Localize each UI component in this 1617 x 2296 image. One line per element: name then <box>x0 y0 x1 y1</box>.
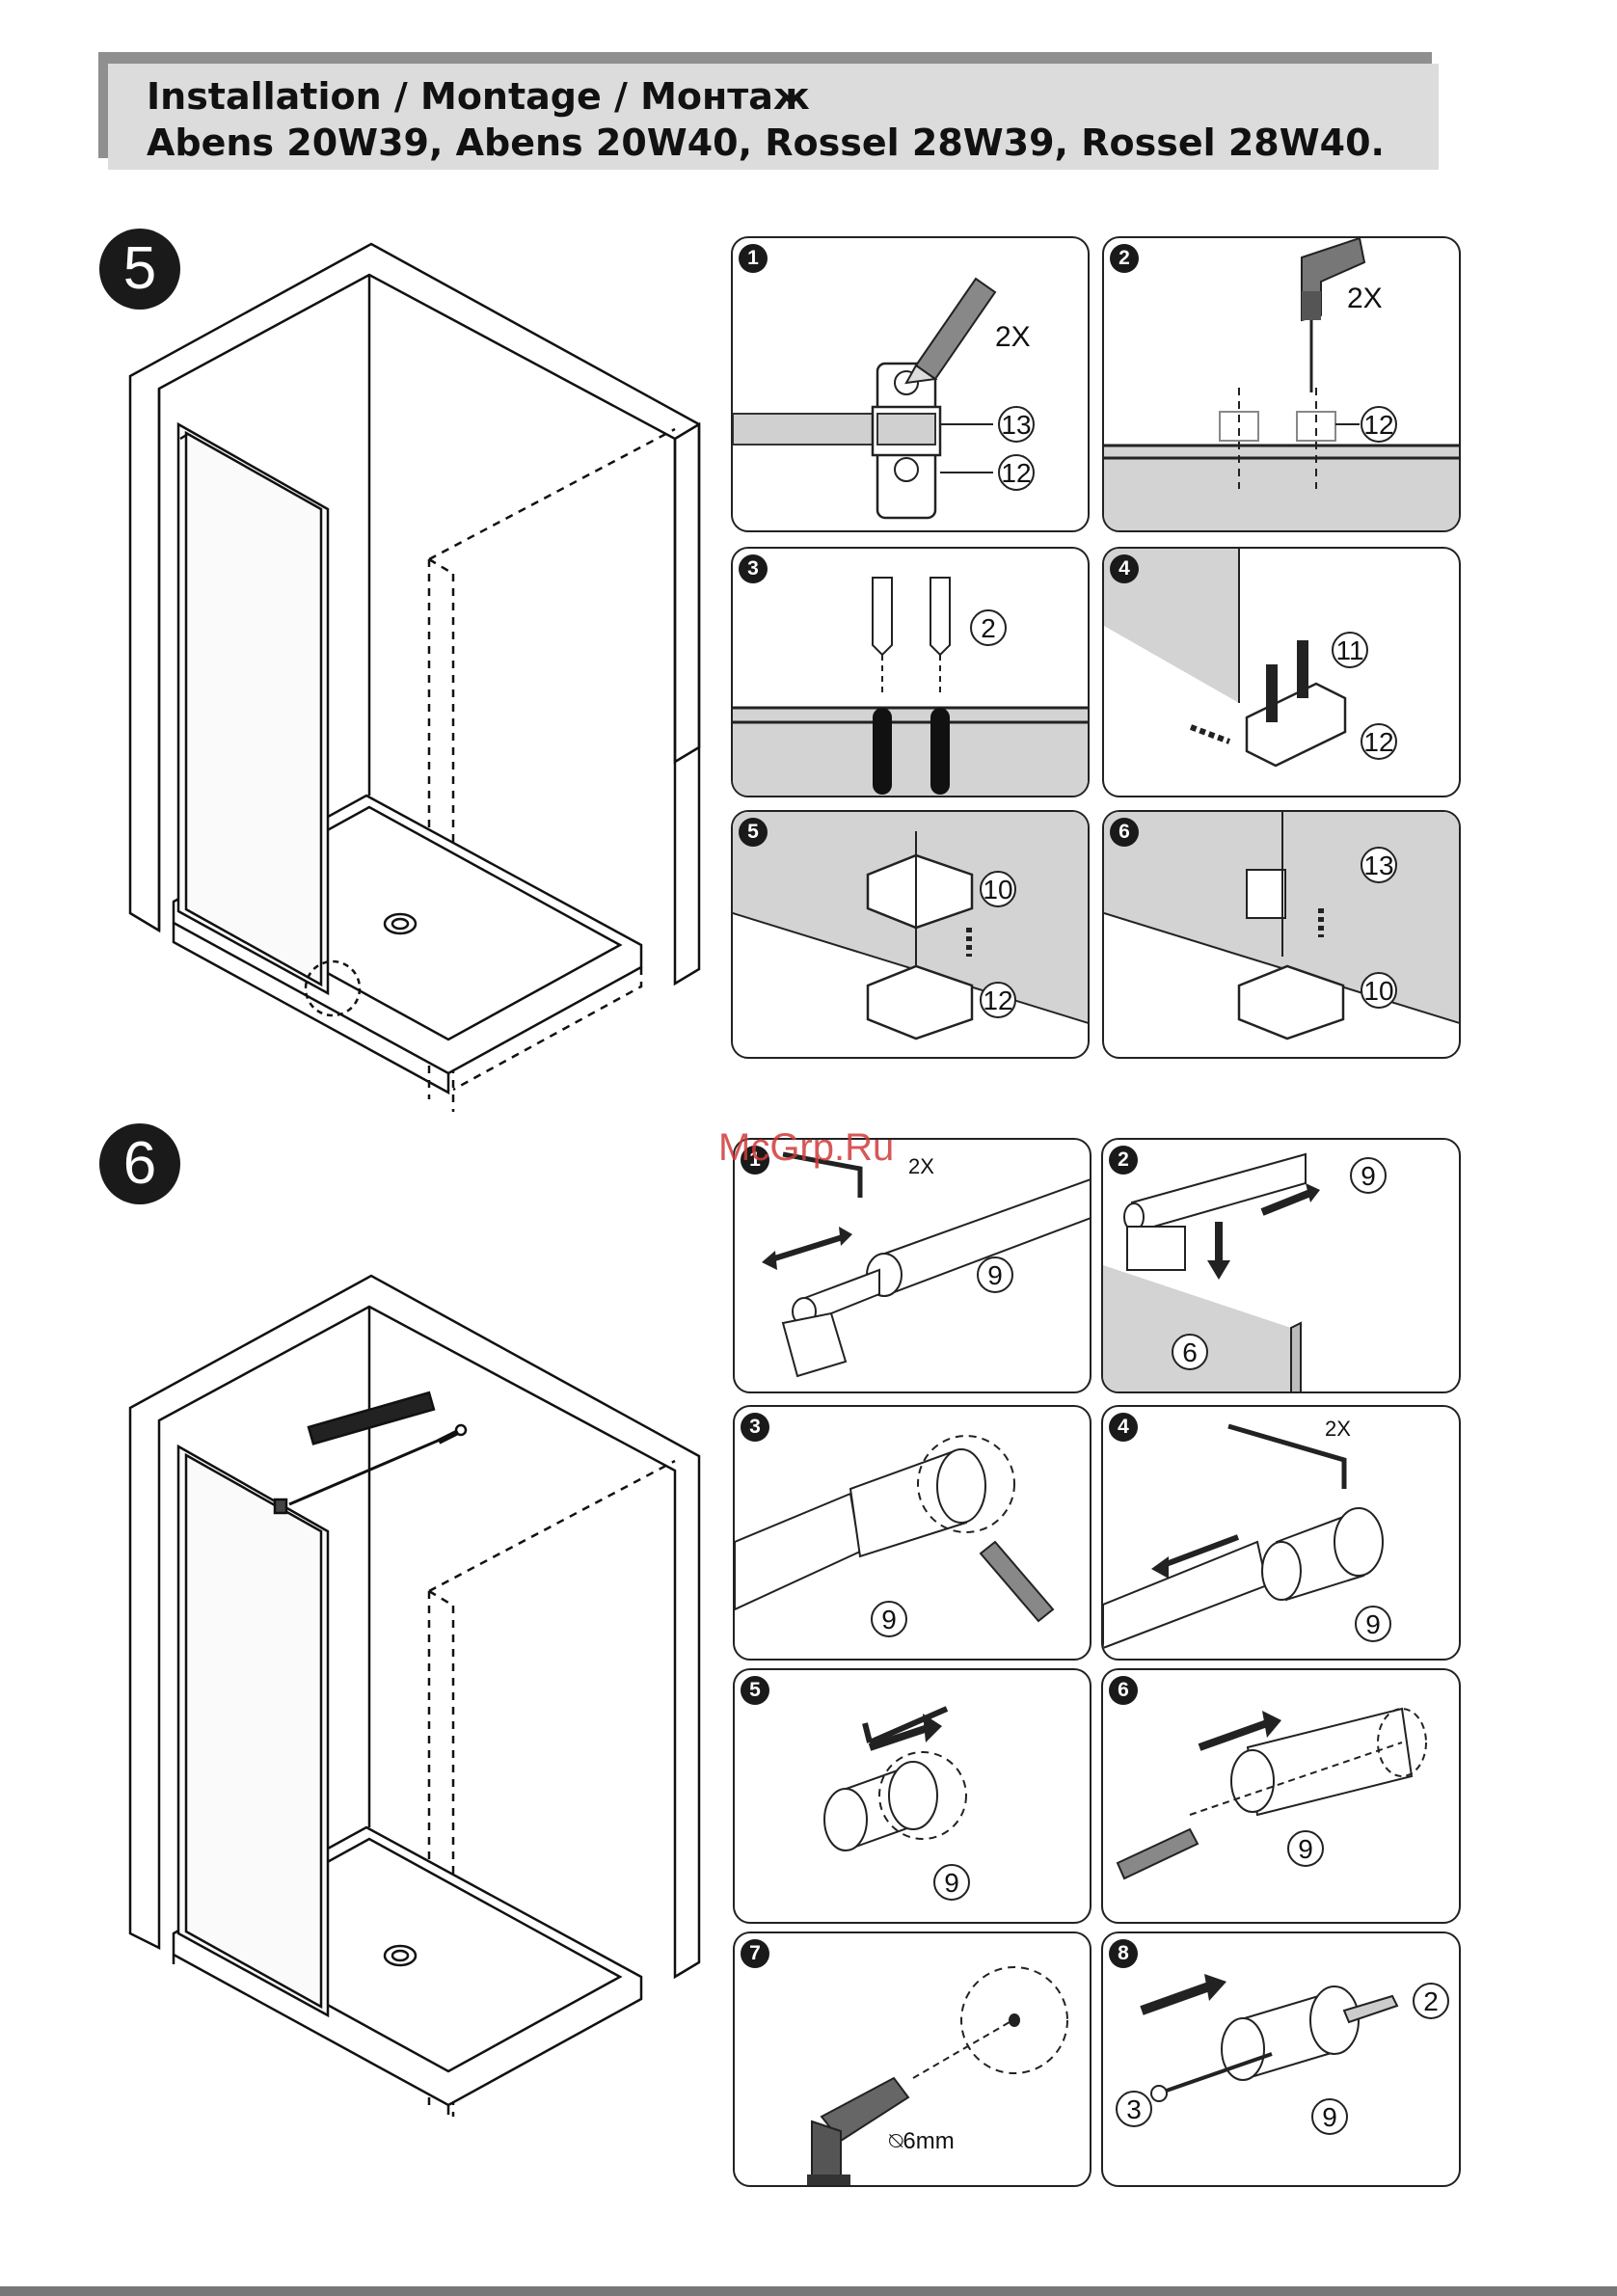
step-6-overview-drawing <box>121 1268 709 2117</box>
callout: 2 <box>981 613 996 643</box>
step-6-panel-6: 6 9 <box>1101 1668 1461 1924</box>
drill-size-label: ⍉6mm <box>889 2128 955 2154</box>
step-5-panel-2: 2 2X 12 <box>1102 236 1461 532</box>
quantity-label: 2X <box>1325 1417 1351 1441</box>
panel-number: 2 <box>1109 1146 1138 1175</box>
step-5-overview-drawing <box>121 236 709 1119</box>
callout: 12 <box>1363 727 1393 757</box>
panel-number: 6 <box>1109 1676 1138 1705</box>
step-5-panel-5: 5 10 12 <box>731 810 1090 1059</box>
drill-icon <box>1302 238 1364 392</box>
panel-number: 1 <box>739 244 768 273</box>
pencil-icon <box>1118 1829 1198 1878</box>
pencil-icon <box>906 279 995 383</box>
callout: 9 <box>881 1605 897 1634</box>
step-6-panel-7: 7 ⍉6mm <box>733 1931 1091 2187</box>
panel-number: 2 <box>1110 244 1139 273</box>
step-6-panel-4: 4 2X 9 <box>1101 1405 1461 1661</box>
callout: 2 <box>1423 1986 1439 2016</box>
header-models: Abens 20W39, Abens 20W40, Rossel 28W39, … <box>147 122 1385 164</box>
panel-number: 3 <box>739 554 768 583</box>
panel-number: 4 <box>1110 554 1139 583</box>
callout: 6 <box>1182 1337 1198 1367</box>
callout: 13 <box>1363 851 1393 880</box>
callout: 3 <box>1126 2094 1142 2124</box>
callout: 9 <box>1361 1161 1376 1191</box>
step-6-panel-5: 5 9 <box>733 1668 1091 1924</box>
step-6-badge: 6 <box>99 1123 180 1204</box>
step-5-panel-1: 1 13 12 2X <box>731 236 1090 532</box>
panel-number: 8 <box>1109 1939 1138 1968</box>
watermark: McGrp.Ru <box>718 1126 894 1170</box>
quantity-label: 2X <box>995 321 1031 353</box>
callout: 9 <box>987 1260 1003 1290</box>
header-title: Installation / Montage / Монтаж <box>147 75 810 118</box>
header-accent-top <box>98 52 1432 64</box>
quantity-label: 2X <box>908 1154 934 1178</box>
callout: 10 <box>1363 976 1393 1006</box>
step-5-panel-3: 3 2 <box>731 547 1090 797</box>
step-6-panel-8: 8 2 3 9 <box>1101 1931 1461 2187</box>
callout: 9 <box>1322 2102 1337 2132</box>
panel-number: 3 <box>741 1413 769 1442</box>
step-5-panel-4: 4 11 12 <box>1102 547 1461 797</box>
step-5-panel-6: 6 13 10 <box>1102 810 1461 1059</box>
callout: 9 <box>1298 1834 1313 1864</box>
step-6-panel-1: 1 2X 9 <box>733 1138 1091 1393</box>
quantity-label: 2X <box>1347 283 1383 314</box>
panel-number: 5 <box>741 1676 769 1705</box>
step-6-panel-2: 2 9 6 <box>1101 1138 1461 1393</box>
callout: 9 <box>1365 1609 1381 1639</box>
panel-number: 7 <box>741 1939 769 1968</box>
callout: 12 <box>1363 410 1393 440</box>
callout: 9 <box>944 1868 959 1898</box>
bottom-rule <box>0 2286 1617 2296</box>
pencil-icon <box>981 1542 1053 1621</box>
callout: 12 <box>1001 458 1031 488</box>
step-6-panel-3: 3 9 <box>733 1405 1091 1661</box>
panel-number: 6 <box>1110 818 1139 847</box>
panel-number: 5 <box>739 818 768 847</box>
callout: 11 <box>1335 635 1363 665</box>
callout: 10 <box>983 875 1012 905</box>
callout: 12 <box>983 986 1012 1015</box>
callout: 13 <box>1001 410 1031 440</box>
panel-number: 4 <box>1109 1413 1138 1442</box>
